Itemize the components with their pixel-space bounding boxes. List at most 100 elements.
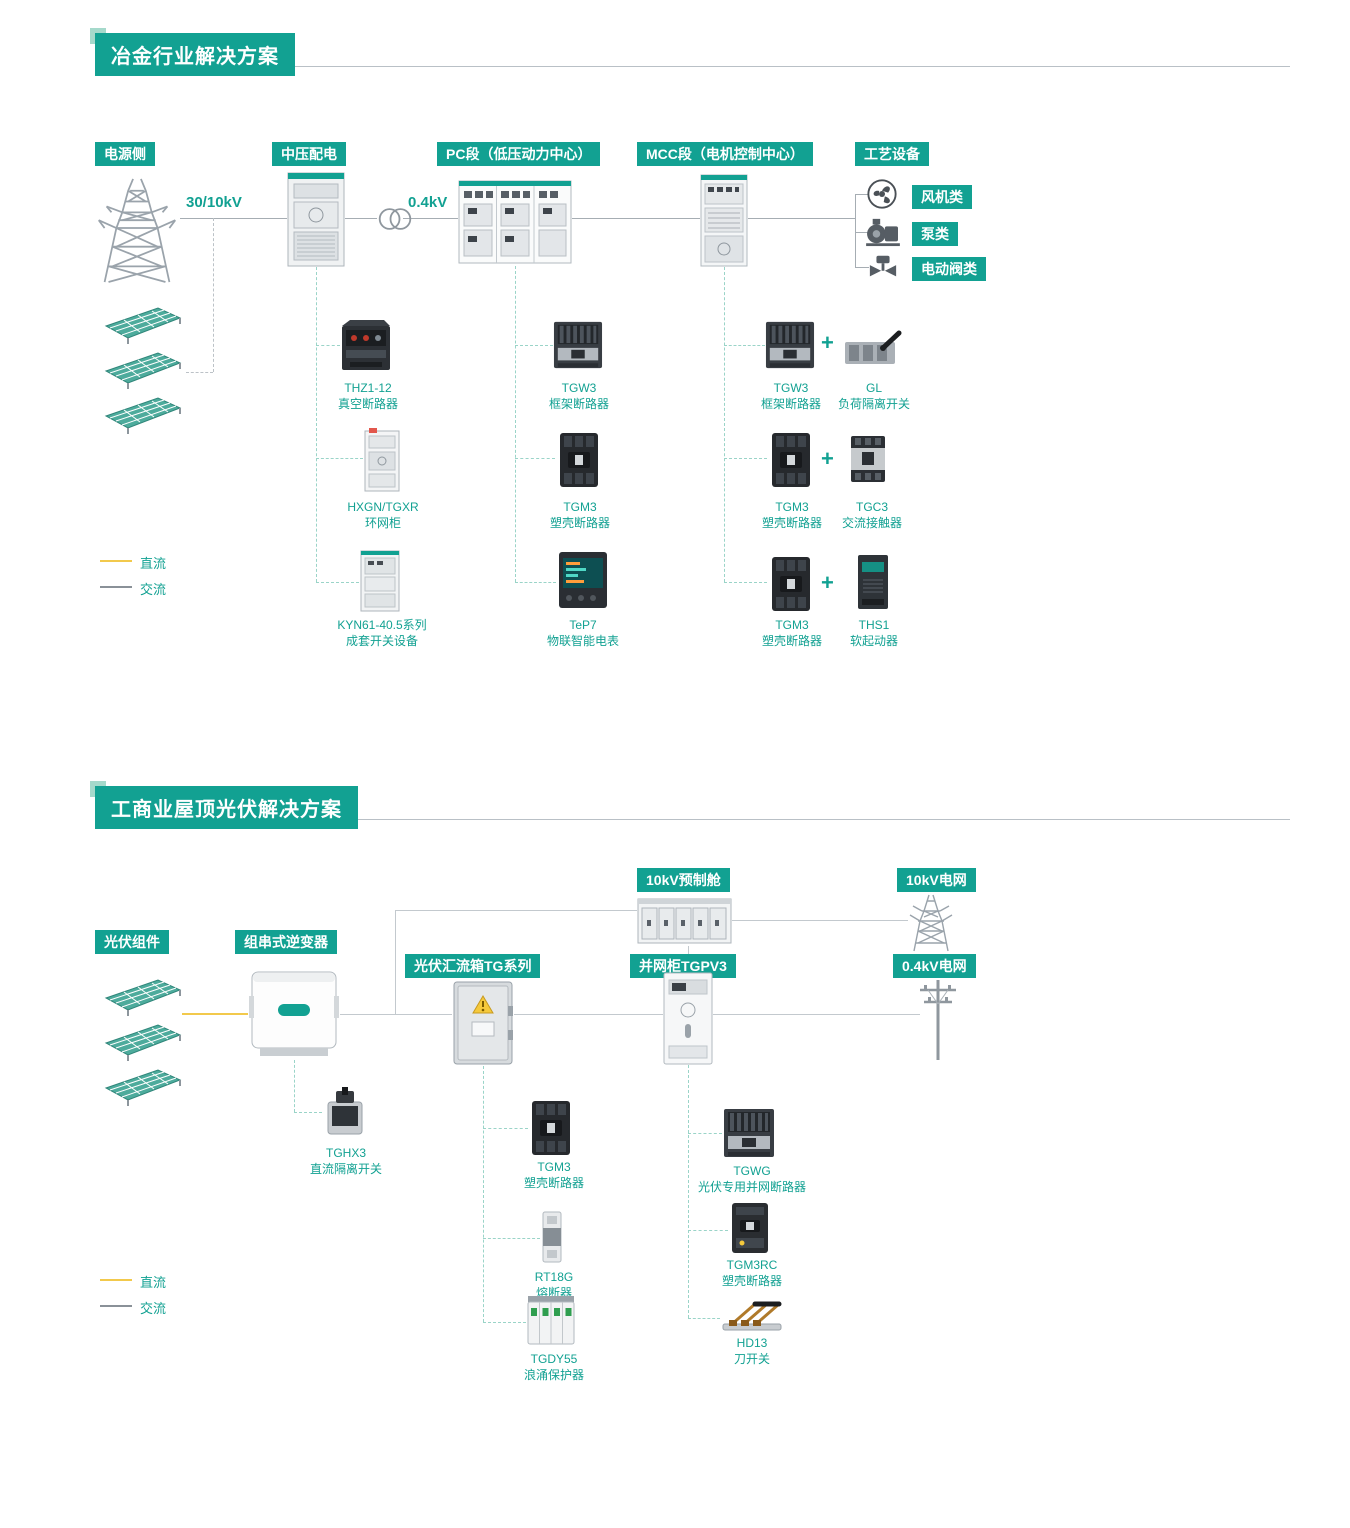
pump-icon bbox=[864, 217, 902, 247]
product-name: THZ1-12 bbox=[344, 381, 392, 395]
product-name: TGHX3 bbox=[325, 1146, 366, 1160]
ac-line-mv-to-transformer bbox=[345, 218, 377, 219]
process-item-valve: 电动阀类 bbox=[912, 257, 986, 281]
section2-title: 工商业屋顶光伏解决方案 bbox=[95, 786, 358, 829]
product-label-hxgn: HXGN/TGXR 环网柜 bbox=[331, 500, 435, 531]
tgm3-mccb-image bbox=[556, 432, 602, 488]
tgwg-breaker-image bbox=[722, 1106, 776, 1160]
product-label-tgw3-pc: TGW3 框架断路器 bbox=[527, 381, 631, 412]
legend-dc-line bbox=[100, 560, 132, 562]
mcc-branch-3 bbox=[724, 582, 767, 583]
product-name: HXGN/TGXR bbox=[347, 500, 419, 514]
legend-dc-label: 直流 bbox=[140, 1275, 167, 1290]
tgm3rc-mccb-image bbox=[728, 1202, 772, 1254]
line-cabin-to-grid-cabinet bbox=[688, 946, 689, 954]
product-desc: 负荷隔离开关 bbox=[837, 396, 910, 411]
tgdy55-spd-image bbox=[526, 1296, 576, 1348]
solar-panel-icon bbox=[96, 1062, 188, 1108]
product-name: TGM3 bbox=[563, 500, 597, 514]
tgm3-mccb-image bbox=[528, 1100, 574, 1156]
grid-connection-cabinet-image bbox=[663, 972, 713, 1065]
section1-title-rule bbox=[95, 66, 1290, 67]
product-desc: 刀开关 bbox=[733, 1351, 770, 1366]
product-name: TGW3 bbox=[561, 381, 597, 395]
product-name: TGM3 bbox=[775, 500, 809, 514]
plus-sign: + bbox=[821, 330, 834, 355]
tgw3-breaker-image bbox=[553, 318, 603, 372]
inverter-product-riser bbox=[294, 1060, 295, 1112]
process-branch-riser bbox=[855, 194, 856, 268]
grid-branch-1 bbox=[688, 1133, 722, 1134]
tgc3-contactor-image bbox=[849, 434, 887, 484]
product-label-tgm3-mcc2: TGM3 塑壳断路器 bbox=[740, 618, 844, 649]
column-label-10kv-grid: 10kV电网 bbox=[897, 868, 976, 892]
product-desc: 框架断路器 bbox=[548, 396, 609, 411]
tgm3-mccb-image bbox=[768, 432, 814, 488]
product-name: TGM3 bbox=[775, 618, 809, 632]
legend-ac-label: 交流 bbox=[140, 1301, 167, 1316]
pc-branch-1 bbox=[515, 345, 553, 346]
grid-cabinet-product-riser bbox=[688, 1065, 689, 1318]
mcc-branch-2 bbox=[724, 458, 767, 459]
column-label-grid-cabinet: 并网柜TGPV3 bbox=[630, 954, 736, 978]
product-label-gl: GL 负荷隔离开关 bbox=[822, 381, 926, 412]
combiner-branch-3 bbox=[483, 1322, 526, 1323]
product-desc: 塑壳断路器 bbox=[761, 633, 822, 648]
line-combiner-to-cabin bbox=[395, 910, 637, 911]
mv-product-riser bbox=[316, 267, 317, 582]
product-label-kyn61: KYN61-40.5系列 成套开关设备 bbox=[324, 618, 440, 649]
mcc-branch-1 bbox=[724, 345, 765, 346]
transmission-tower-icon bbox=[92, 176, 182, 284]
solar-panel-icon bbox=[96, 345, 188, 391]
process-item-fan: 风机类 bbox=[912, 185, 972, 209]
ths1-softstarter-image bbox=[856, 554, 890, 610]
product-label-hd13: HD13 刀开关 bbox=[700, 1336, 804, 1367]
mv-switchgear-cabinet-image bbox=[287, 172, 345, 267]
section1-title: 冶金行业解决方案 bbox=[95, 33, 295, 76]
product-desc: 成套开关设备 bbox=[345, 633, 418, 648]
product-label-tgw3-mcc: TGW3 框架断路器 bbox=[739, 381, 843, 412]
column-label-pv-modules: 光伏组件 bbox=[95, 930, 169, 954]
product-name: TGDY55 bbox=[530, 1352, 578, 1366]
column-label-string-inverter: 组串式逆变器 bbox=[235, 930, 337, 954]
product-desc: 浪涌保护器 bbox=[523, 1367, 584, 1382]
product-label-tgc3: TGC3 交流接触器 bbox=[820, 500, 924, 531]
process-item-pump: 泵类 bbox=[912, 222, 958, 246]
column-label-pc-section: PC段（低压动力中心） bbox=[437, 142, 601, 166]
pc-branch-2 bbox=[515, 458, 555, 459]
line-grid-cabinet-to-04kv bbox=[713, 1014, 920, 1015]
product-label-tgm3rc: TGM3RC 塑壳断路器 bbox=[700, 1258, 804, 1289]
product-label-tgdy55: TGDY55 浪涌保护器 bbox=[502, 1352, 606, 1383]
combiner-product-riser bbox=[483, 1066, 484, 1322]
tep7-meter-image bbox=[557, 550, 609, 610]
rt18g-fuse-image bbox=[540, 1210, 564, 1264]
mcc-cabinet-image bbox=[700, 174, 748, 267]
ac-line-transformer-to-pc bbox=[403, 218, 458, 219]
column-label-04kv-grid: 0.4kV电网 bbox=[893, 954, 976, 978]
product-desc: 塑壳断路器 bbox=[721, 1273, 782, 1288]
combiner-branch-1 bbox=[483, 1128, 528, 1129]
tgw3-breaker-image bbox=[765, 318, 815, 372]
voltage-label-lv: 0.4kV bbox=[408, 194, 448, 211]
product-desc: 软起动器 bbox=[849, 633, 898, 648]
product-name: TGC3 bbox=[855, 500, 888, 514]
column-label-combiner-box: 光伏汇流箱TG系列 bbox=[405, 954, 541, 978]
pv-feed-dashed-line bbox=[186, 372, 213, 373]
legend-dc-label: 直流 bbox=[140, 556, 167, 571]
ac-line-pc-to-mcc bbox=[572, 218, 700, 219]
product-name: GL bbox=[865, 381, 882, 395]
branch-to-valve bbox=[855, 267, 869, 268]
mv-branch-3 bbox=[316, 582, 359, 583]
legend-ac-label: 交流 bbox=[140, 582, 167, 597]
ac-line-tower-to-mv bbox=[180, 218, 287, 219]
product-desc: 塑壳断路器 bbox=[549, 515, 610, 530]
column-label-mv-distribution: 中压配电 bbox=[272, 142, 346, 166]
grid-branch-3 bbox=[688, 1318, 720, 1319]
branch-to-pump bbox=[855, 232, 869, 233]
product-desc: 光伏专用并网断路器 bbox=[697, 1179, 806, 1194]
mcc-product-riser bbox=[724, 267, 725, 582]
solar-panel-icon bbox=[96, 390, 188, 436]
legend-ac-line bbox=[100, 1305, 132, 1307]
product-name: TGM3RC bbox=[726, 1258, 778, 1272]
